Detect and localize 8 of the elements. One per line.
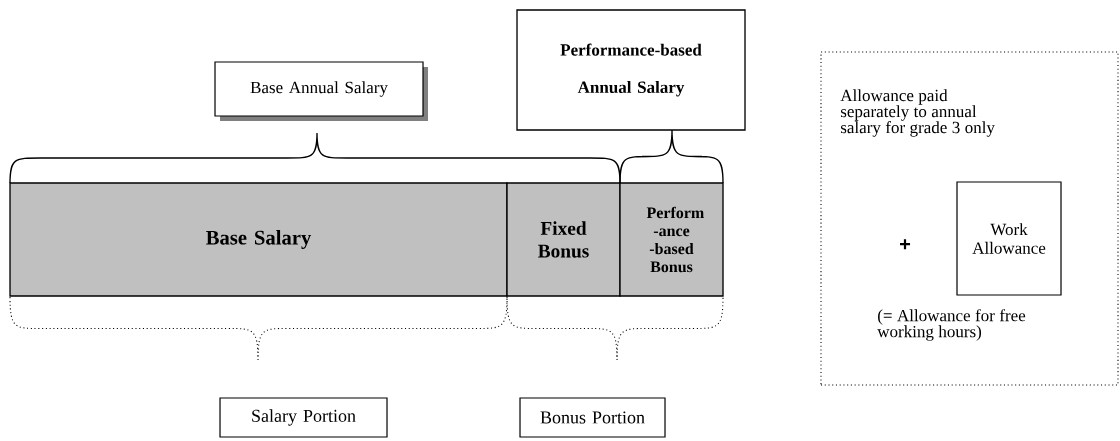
text-box: Base Annual Salary <box>214 61 428 121</box>
plus-sign: + <box>900 239 911 250</box>
bar-segment: Perform -ance -based Bonus <box>619 182 724 297</box>
text-box: Bonus Portion <box>519 397 666 438</box>
text-box: Work Allowance <box>956 181 1062 296</box>
text-box: Salary Portion <box>219 397 388 438</box>
text-box: Performance-based Annual Salary <box>516 9 746 131</box>
bar-segment: Fixed Bonus <box>506 182 621 297</box>
